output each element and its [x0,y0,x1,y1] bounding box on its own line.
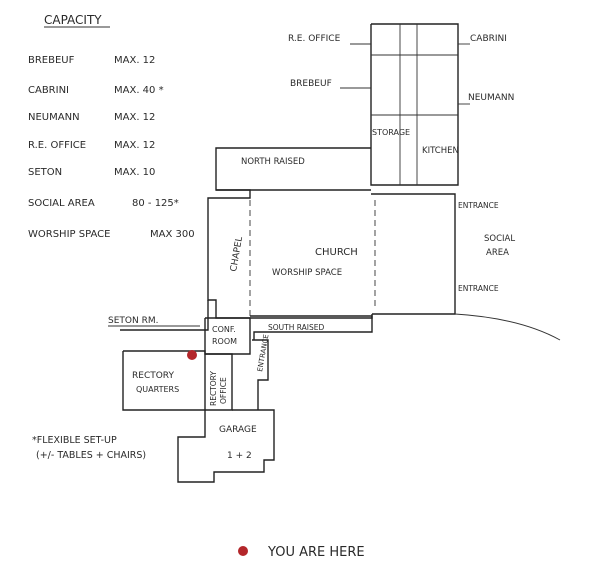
capacity-legend: CAPACITY BREBEUF MAX. 12 CABRINI MAX. 40… [28,13,195,461]
label-conf-room-line1: CONF. [212,325,236,334]
capacity-room-cabrini: CABRINI [28,85,69,96]
capacity-max-social-area: 80 - 125* [132,198,179,209]
you-are-here-label: YOU ARE HERE [267,545,365,560]
label-chapel: CHAPEL [229,236,245,273]
capacity-room-brebeuf: BREBEUF [28,55,75,66]
building-outline [108,23,561,483]
you-are-here-legend-marker [238,546,248,556]
label-storage: STORAGE [372,128,410,137]
social-area-wall [371,193,456,315]
exterior-path [454,313,561,341]
label-brebeuf: BREBEUF [290,79,332,89]
capacity-title: CAPACITY [44,13,102,27]
capacity-max-seton: MAX. 10 [114,167,155,178]
capacity-footnote-line2: (+/- TABLES + CHAIRS) [36,450,146,461]
label-cabrini: CABRINI [470,34,507,44]
label-conf-room-line2: ROOM [212,337,237,346]
capacity-footnote-line1: *FLEXIBLE SET-UP [32,435,117,446]
label-seton-room: SETON RM. [108,316,158,326]
church-north-wall [207,147,373,319]
capacity-room-neumann: NEUMANN [28,112,80,123]
label-worship-space: WORSHIP SPACE [272,268,342,278]
label-social-area-line2: AREA [486,248,509,258]
capacity-max-worship-space: MAX 300 [150,229,195,240]
entrance-corridor-wall [252,339,269,410]
capacity-max-brebeuf: MAX. 12 [114,55,155,66]
label-north-raised: NORTH RAISED [241,157,305,167]
you-are-here: YOU ARE HERE [187,350,365,560]
label-garage-line1: GARAGE [219,425,257,435]
label-garage-line2: 1 + 2 [227,451,252,461]
label-neumann: NEUMANN [468,93,514,103]
label-south-raised: SOUTH RAISED [268,323,325,332]
capacity-room-re-office: R.E. OFFICE [28,140,86,151]
label-social-area-line1: SOCIAL [484,234,515,244]
capacity-room-worship-space: WORSHIP SPACE [28,229,110,240]
capacity-max-cabrini: MAX. 40 * [114,85,164,96]
label-rectory-quarters-line1: RECTORY [132,371,174,381]
rectory-office-wall [205,353,233,411]
garage-wall [177,409,275,483]
capacity-max-re-office: MAX. 12 [114,140,155,151]
capacity-max-neumann: MAX. 12 [114,112,155,123]
room-labels: R.E. OFFICE CABRINI BREBEUF NEUMANN STOR… [108,34,515,461]
label-re-office: R.E. OFFICE [288,34,341,44]
seton-room-wall [120,300,209,331]
north-wing-wall [370,23,459,186]
capacity-room-social-area: SOCIAL AREA [28,198,95,209]
label-rectory-office-line2: OFFICE [219,377,228,404]
conf-room-wall [204,317,251,355]
label-entrance-top: ENTRANCE [458,201,499,210]
label-entrance-bottom: ENTRANCE [458,284,499,293]
label-kitchen: KITCHEN [422,146,459,156]
you-are-here-marker [187,350,197,360]
label-rectory-quarters-line2: QUARTERS [136,385,179,394]
south-raised-wall [250,315,373,340]
capacity-room-seton: SETON [28,167,62,178]
label-church: CHURCH [315,247,358,258]
label-rectory-office-line1: RECTORY [209,371,218,406]
